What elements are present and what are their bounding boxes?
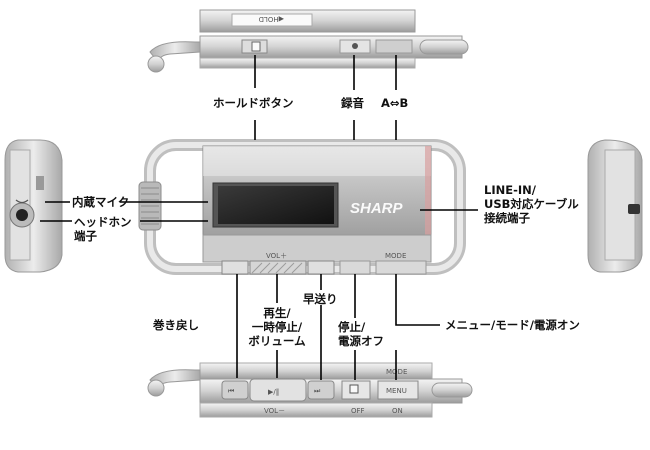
bottom-on-text: ON (392, 407, 403, 415)
bottom-view: MODE ⏮ ▶/‖ ⏭ MENU VOL－ OFF ON (147, 362, 473, 418)
label-play-line1: 再生/ (263, 306, 291, 320)
label-record: 録音 (341, 96, 364, 110)
label-rewind: 巻き戻し (153, 318, 199, 332)
label-play-pause-volume: 再生/ 一時停止/ ボリューム (236, 306, 318, 348)
bottom-menu-text: MENU (386, 387, 407, 395)
label-headphone-jack: ヘッドホン 端子 (74, 215, 132, 243)
label-headphone-line2: 端子 (74, 229, 97, 243)
label-stop-line1: 停止/ (338, 320, 366, 334)
front-mode-label: MODE (385, 252, 406, 260)
label-linein-connector: LINE-IN/ USB対応ケーブル 接続端子 (484, 183, 579, 225)
bottom-off-text: OFF (351, 407, 365, 415)
label-menu-mode-power-on: メニュー/モード/電源オン (445, 318, 580, 332)
label-headphone-line1: ヘッドホン (74, 215, 132, 229)
label-builtin-mic: 内蔵マイク (72, 195, 130, 209)
label-linein-line1: LINE-IN/ (484, 183, 536, 197)
bottom-vol-minus: VOL－ (264, 407, 285, 415)
svg-text:⏭: ⏭ (314, 387, 321, 395)
left-side-view (4, 139, 63, 273)
label-play-line2: 一時停止/ (251, 320, 303, 334)
label-stop-line2: 電源オフ (338, 334, 384, 348)
leader-menu (395, 274, 440, 326)
label-fast-forward: 早送り (303, 292, 338, 306)
label-play-line3: ボリューム (248, 334, 306, 348)
top-view: ◀HOLD (147, 9, 469, 73)
front-view: SHARP VOL＋ MODE (138, 139, 466, 275)
brand-logo: SHARP (350, 200, 404, 217)
label-hold-button: ホールドボタン (213, 96, 294, 110)
right-side-view (587, 139, 643, 273)
label-stop-power-off: 停止/ 電源オフ (338, 320, 384, 348)
leader-lines (40, 55, 478, 380)
label-ab-repeat: A⇔B (381, 96, 409, 110)
label-linein-line2: USB対応ケーブル (484, 197, 579, 211)
label-linein-line3: 接続端子 (484, 211, 530, 225)
front-vol-plus: VOL＋ (266, 252, 287, 260)
top-hold-text: ◀HOLD (259, 15, 284, 23)
svg-text:▶/‖: ▶/‖ (268, 388, 279, 396)
svg-text:⏮: ⏮ (228, 387, 234, 395)
